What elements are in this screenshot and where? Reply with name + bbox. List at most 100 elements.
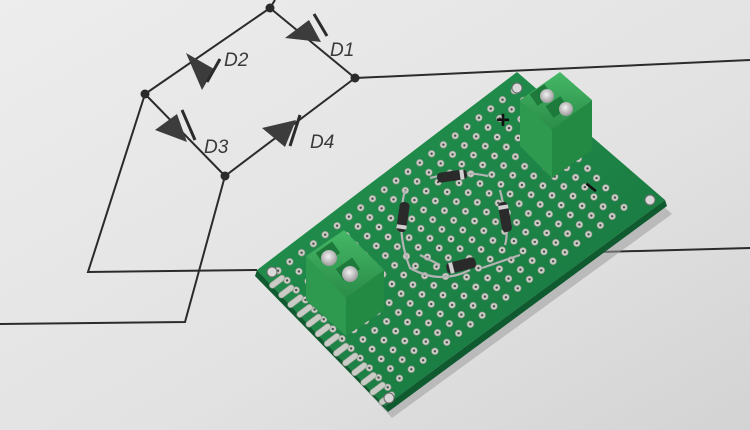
- pad-hole: [508, 192, 512, 196]
- pad-hole: [420, 293, 424, 296]
- schematic-wire-output-plus: [354, 59, 750, 79]
- pad-hole: [312, 242, 315, 245]
- pad-hole: [475, 135, 478, 138]
- junction-dot-left: [140, 89, 150, 99]
- pad-hole: [392, 198, 395, 201]
- pad-hole: [511, 174, 514, 177]
- pad-hole: [447, 256, 450, 259]
- pad-hole: [516, 287, 519, 290]
- pad-hole: [472, 153, 475, 157]
- pad-hole: [512, 239, 516, 243]
- pad-hole: [574, 176, 577, 179]
- pad-hole: [571, 194, 575, 198]
- pad-hole: [520, 183, 524, 187]
- pad-hole: [415, 180, 419, 183]
- mounting-hole-right: [644, 194, 656, 206]
- pad-hole: [529, 193, 533, 196]
- diode-label-d2: D2: [224, 50, 249, 71]
- pad-hole: [540, 269, 543, 272]
- pad-hole: [481, 314, 484, 317]
- pad-hole: [443, 209, 446, 212]
- physical-diode-left: [396, 201, 410, 233]
- pad-hole: [489, 257, 492, 261]
- pad-hole: [401, 358, 404, 361]
- pad-hole: [390, 282, 394, 286]
- mounting-hole-bottom: [383, 392, 395, 404]
- mounting-hole-top: [511, 82, 523, 94]
- diode-symbol-d2: [186, 53, 222, 90]
- screw-terminal-4: [342, 266, 358, 282]
- pad-hole: [445, 341, 448, 344]
- pad-hole: [578, 223, 581, 226]
- pad-hole: [482, 229, 485, 232]
- pad-hole: [394, 179, 398, 182]
- pad-hole: [462, 294, 466, 298]
- pad-hole: [434, 199, 437, 203]
- diode-label-d3: D3: [204, 137, 229, 158]
- pad-hole: [385, 320, 388, 323]
- pad-hole: [464, 210, 467, 213]
- pad-hole: [460, 162, 463, 166]
- pad-hole: [418, 311, 421, 315]
- pad-hole: [425, 189, 428, 193]
- polarity-plus-mark: +: [496, 107, 510, 134]
- pad-hole: [388, 301, 391, 304]
- physical-diode-bottom: [446, 257, 477, 274]
- pad-hole: [542, 250, 546, 253]
- edge-pad: [269, 274, 286, 289]
- pad-hole: [393, 264, 396, 267]
- pad-hole: [427, 321, 430, 325]
- pad-hole: [406, 170, 410, 173]
- edge-pad: [323, 333, 341, 347]
- pad-hole: [403, 339, 406, 343]
- pad-hole: [484, 144, 487, 148]
- pad-hole: [417, 246, 420, 249]
- diode-symbol-d1: [285, 13, 329, 42]
- pad-hole: [457, 332, 460, 335]
- pad-hole: [435, 265, 438, 268]
- pad-hole: [498, 117, 501, 120]
- pad-hole: [545, 231, 548, 235]
- pad-hole: [470, 238, 474, 241]
- mounting-hole-left: [266, 266, 278, 278]
- pad-hole: [613, 196, 617, 199]
- pad-hole: [295, 288, 298, 292]
- pad-hole: [409, 302, 412, 305]
- terminal-block-input: [306, 230, 384, 336]
- junction-dot-top: [265, 3, 275, 13]
- schematic-wire-output-minus: [599, 247, 750, 253]
- pad-hole: [450, 303, 454, 307]
- pad-hole: [518, 202, 521, 205]
- pad-hole: [398, 377, 401, 380]
- pad-hole: [580, 204, 584, 208]
- pad-hole: [566, 232, 569, 235]
- pad-hole: [492, 305, 496, 308]
- pad-hole: [533, 240, 536, 244]
- pad-hole: [507, 126, 511, 130]
- pad-hole: [413, 198, 416, 202]
- wire-bottom-left: [419, 254, 441, 266]
- pad-hole: [288, 260, 291, 263]
- pad-hole: [592, 195, 596, 199]
- pad-hole: [510, 108, 513, 111]
- pad-hole: [436, 331, 439, 334]
- pad-hole: [465, 125, 469, 128]
- pad-hole: [554, 241, 557, 244]
- pad-hole: [478, 182, 482, 185]
- pad-hole: [356, 225, 360, 228]
- pad-hole: [611, 215, 614, 218]
- pad-hole: [460, 313, 463, 316]
- pad-hole: [394, 329, 397, 333]
- pad-hole: [411, 283, 415, 286]
- pad-hole: [454, 134, 457, 137]
- pad-hole: [477, 116, 481, 119]
- pad-hole: [528, 278, 531, 281]
- pad-hole: [499, 183, 503, 186]
- pad-hole: [440, 228, 444, 231]
- pad-hole: [502, 164, 505, 167]
- pad-hole: [414, 264, 417, 268]
- pcb-edge-front: [385, 200, 667, 412]
- pad-hole: [515, 221, 518, 224]
- pad-hole: [359, 206, 362, 209]
- pad-hole: [415, 330, 418, 334]
